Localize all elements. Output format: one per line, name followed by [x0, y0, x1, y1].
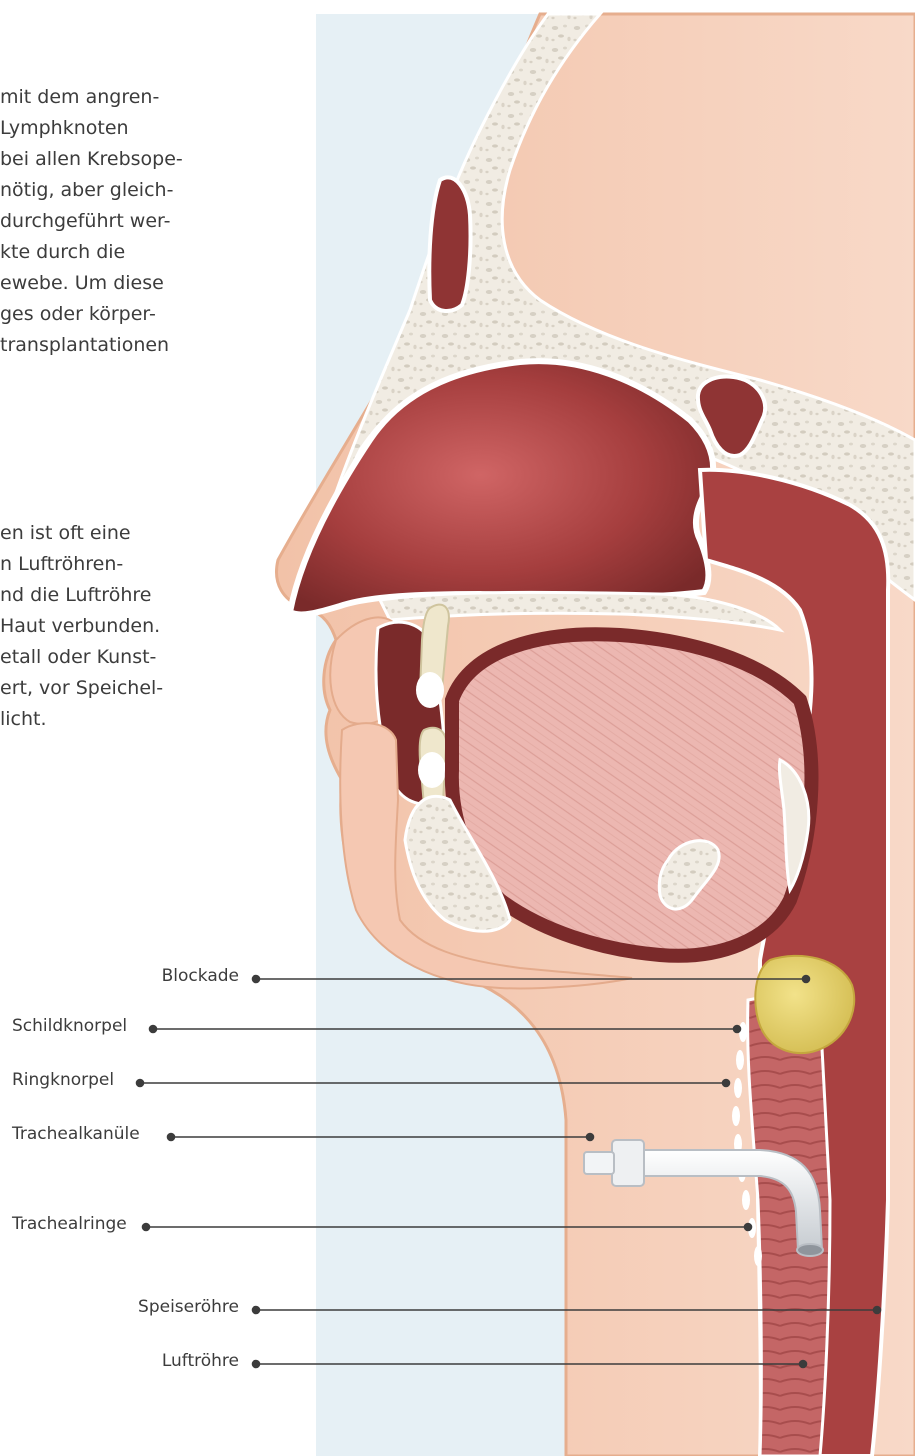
label-luftroehre: Luftröhre	[162, 1351, 239, 1371]
leader-dot	[803, 976, 810, 983]
leader-dot	[168, 1134, 175, 1141]
label-blockade: Blockade	[162, 966, 239, 986]
leader-dot	[143, 1224, 150, 1231]
leader-dot	[137, 1080, 144, 1087]
leader-dot	[723, 1080, 730, 1087]
leader-dot	[734, 1026, 741, 1033]
leader-dot	[253, 1307, 260, 1314]
label-ringknorpel: Ringknorpel	[12, 1070, 114, 1090]
frontal-sinus	[429, 177, 470, 311]
label-trachealringe: Trachealringe	[12, 1214, 127, 1234]
lower-gum-highlight	[418, 752, 446, 788]
leader-dot	[253, 1361, 260, 1368]
label-schildknorpel: Schildknorpel	[12, 1016, 127, 1036]
leader-dot	[150, 1026, 157, 1033]
leader-dot	[874, 1307, 881, 1314]
label-trachealkanuele: Trachealkanüle	[12, 1124, 140, 1144]
leader-dot	[587, 1134, 594, 1141]
upper-gum-highlight	[416, 672, 444, 708]
label-speiseroehre: Speiseröhre	[138, 1297, 239, 1317]
leader-dot	[253, 976, 260, 983]
leader-dot	[745, 1224, 752, 1231]
leader-dot	[800, 1361, 807, 1368]
